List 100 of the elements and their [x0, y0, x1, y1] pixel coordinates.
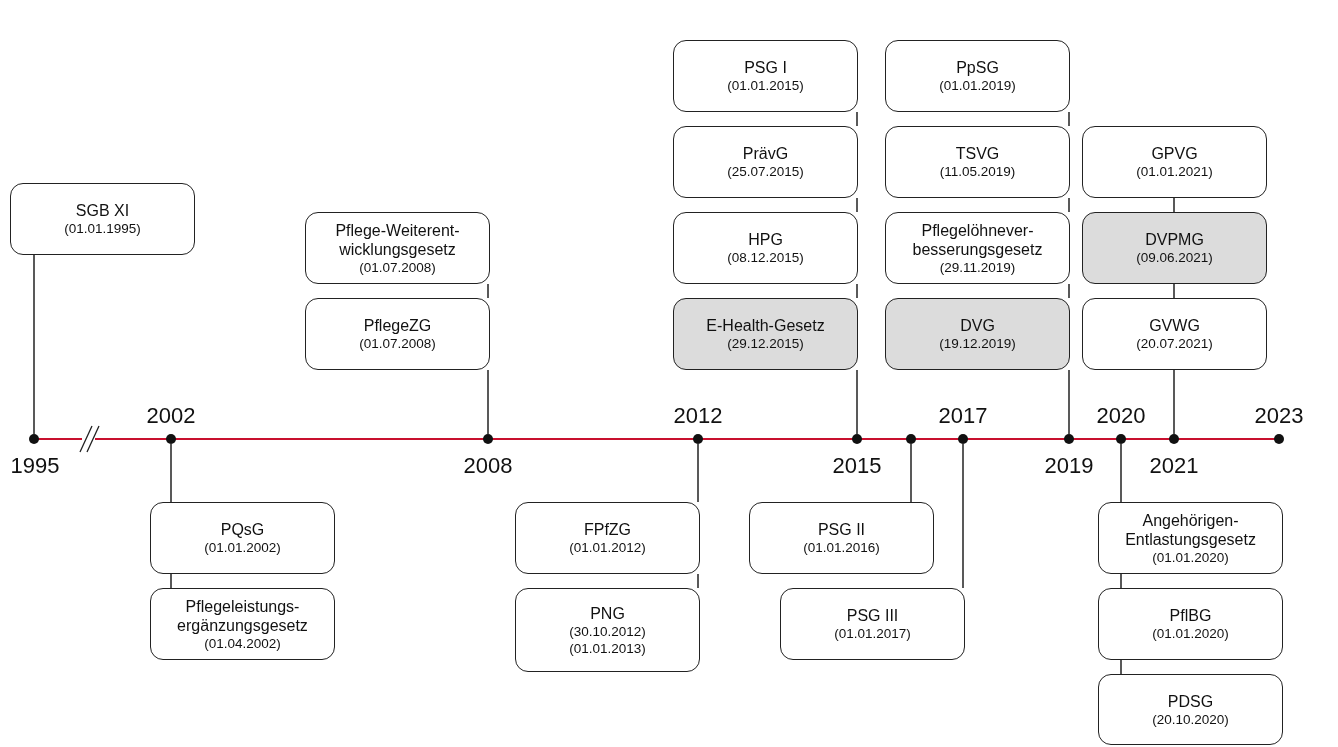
- law-box: [749, 502, 934, 574]
- timeline-dot: [693, 434, 703, 444]
- law-box: [150, 502, 335, 574]
- law-name: FPfZG: [583, 520, 632, 539]
- connector-line: [1068, 197, 1070, 213]
- law-name: PNG: [590, 603, 625, 623]
- timeline-dot: [29, 434, 39, 444]
- law-name: GPVG: [1151, 144, 1198, 163]
- law-box: [515, 588, 700, 672]
- law-box: [1098, 502, 1283, 574]
- law-date: (09.06.2021): [1136, 249, 1213, 266]
- law-box: [780, 588, 965, 660]
- timeline-dot: [1064, 434, 1074, 444]
- law-box: [10, 183, 195, 255]
- law-date: (08.12.2015): [727, 249, 804, 266]
- law-date: (01.01.2021): [1136, 163, 1213, 180]
- connector-line: [1173, 197, 1175, 213]
- law-date: (01.01.2013): [569, 639, 646, 657]
- connector-line: [1120, 659, 1122, 675]
- connector-line: [856, 283, 858, 299]
- connector-line: [170, 443, 172, 503]
- law-name: PrävG: [742, 144, 789, 163]
- connector-line: [1068, 369, 1070, 435]
- law-box: [1082, 298, 1267, 370]
- law-name: PQsG: [220, 520, 265, 539]
- law-date: (01.07.2008): [359, 335, 436, 352]
- law-name: Angehörigen-Entlastungsgesetz: [1124, 510, 1257, 549]
- law-date: (01.01.2017): [834, 625, 911, 642]
- law-name: GVWG: [1149, 316, 1200, 335]
- law-date: (01.01.2015): [727, 77, 804, 94]
- connector-line: [1173, 369, 1175, 435]
- law-box: [1098, 674, 1283, 745]
- law-box: [1082, 126, 1267, 198]
- law-name: HPG: [748, 230, 783, 249]
- year-label: 2008: [462, 453, 514, 479]
- law-date: (01.01.2019): [939, 77, 1016, 94]
- year-label: 2023: [1253, 403, 1305, 429]
- law-name: E-Health-Gesetz: [706, 316, 825, 335]
- law-box: [885, 126, 1070, 198]
- connector-line: [1173, 283, 1175, 299]
- connector-line: [170, 573, 172, 589]
- law-name: PSG I: [744, 58, 787, 77]
- law-box: [673, 126, 858, 198]
- law-name: Pflege-Weiterent- wicklungsgesetz: [334, 220, 461, 259]
- law-name: SGB XI: [75, 201, 130, 220]
- law-date: (30.10.2012): [569, 622, 646, 640]
- year-label: 2012: [672, 403, 724, 429]
- year-label: 2015: [831, 453, 883, 479]
- connector-line: [1068, 283, 1070, 299]
- year-label: 2017: [937, 403, 989, 429]
- law-date: (01.01.2020): [1152, 548, 1229, 566]
- timeline-dot: [906, 434, 916, 444]
- law-name: PSG II: [817, 520, 866, 539]
- law-name: Pflegeleistungs- ergänzungsgesetz: [176, 596, 309, 635]
- law-name: Pflegelöhnever- besserungsgesetz: [911, 220, 1044, 259]
- law-date: (20.10.2020): [1152, 710, 1229, 728]
- connector-line: [856, 369, 858, 435]
- connector-line: [910, 443, 912, 503]
- law-date: (01.07.2008): [359, 258, 436, 276]
- law-name: PflBG: [1169, 606, 1212, 625]
- connector-line: [697, 443, 699, 503]
- timeline-dot: [852, 434, 862, 444]
- law-date: (01.01.2020): [1152, 625, 1229, 642]
- law-name: PflegeZG: [363, 316, 432, 335]
- connector-line: [856, 197, 858, 213]
- year-label: 2021: [1148, 453, 1200, 479]
- law-box: [885, 298, 1070, 370]
- law-box: [150, 588, 335, 660]
- connector-line: [1120, 443, 1122, 503]
- connector-line: [33, 254, 35, 435]
- law-box: [305, 212, 490, 284]
- law-date: (11.05.2019): [939, 163, 1016, 180]
- law-box: [673, 212, 858, 284]
- law-name: PSG III: [846, 606, 899, 625]
- law-name: DVPMG: [1145, 230, 1204, 249]
- law-box: [305, 298, 490, 370]
- law-date: (29.11.2019): [939, 258, 1016, 276]
- year-label: 2020: [1095, 403, 1147, 429]
- year-label: 1995: [9, 453, 61, 479]
- law-box: [885, 212, 1070, 284]
- law-box: [885, 40, 1070, 112]
- law-date: (01.01.2016): [803, 539, 880, 556]
- law-date: (29.12.2015): [727, 335, 804, 352]
- timeline-dot: [1169, 434, 1179, 444]
- year-label: 2002: [145, 403, 197, 429]
- law-date: (19.12.2019): [939, 335, 1016, 352]
- connector-line: [962, 443, 964, 589]
- timeline-dot: [166, 434, 176, 444]
- law-name: TSVG: [955, 144, 1000, 163]
- law-box: [1098, 588, 1283, 660]
- law-date: (01.01.2002): [204, 539, 281, 556]
- connector-line: [487, 283, 489, 299]
- law-name: PpSG: [956, 58, 999, 77]
- timeline-dot: [483, 434, 493, 444]
- law-date: (20.07.2021): [1136, 335, 1213, 352]
- connector-line: [1120, 573, 1122, 589]
- law-box: [673, 40, 858, 112]
- year-label: 2019: [1043, 453, 1095, 479]
- timeline-dot: [1116, 434, 1126, 444]
- law-box: [1082, 212, 1267, 284]
